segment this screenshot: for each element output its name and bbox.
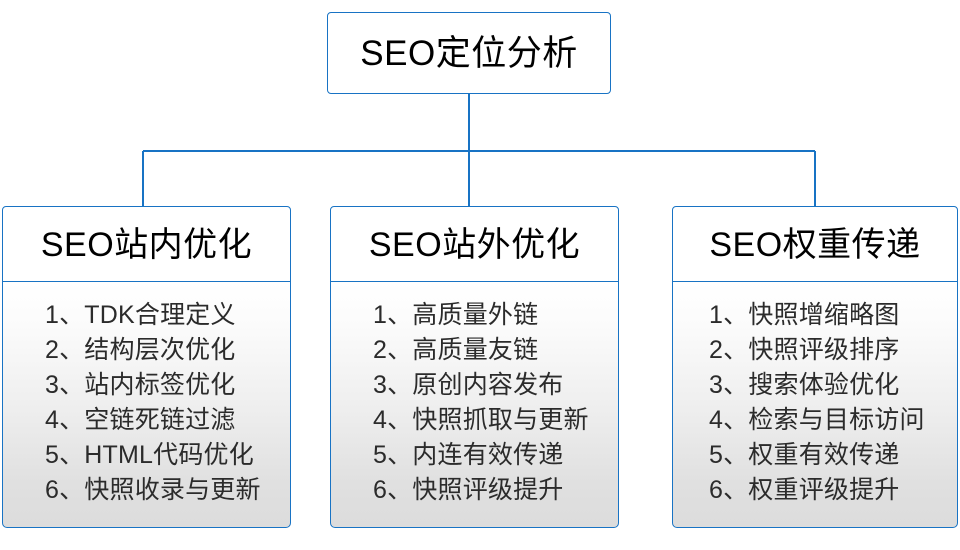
list-item: 2、快照评级排序 <box>709 336 900 365</box>
list-item: 4、检索与目标访问 <box>709 406 925 435</box>
branch-1-list: 1、TDK合理定义 2、结构层次优化 3、站内标签优化 4、空链死链过滤 5、H… <box>3 298 261 508</box>
list-item: 4、空链死链过滤 <box>45 406 236 435</box>
branch-node-2[interactable]: SEO站外优化 1、高质量外链 2、高质量友链 3、原创内容发布 4、快照抓取与… <box>330 206 619 529</box>
branch-2-title: SEO站外优化 <box>368 225 581 264</box>
list-item: 6、快照评级提升 <box>373 476 564 505</box>
branch-2-header[interactable]: SEO站外优化 <box>330 206 619 283</box>
root-node[interactable]: SEO定位分析 <box>327 12 611 94</box>
list-item: 3、原创内容发布 <box>373 371 564 400</box>
list-item: 5、权重有效传递 <box>709 441 900 470</box>
list-item: 6、权重评级提升 <box>709 476 900 505</box>
branch-3-body: 1、快照增缩略图 2、快照评级排序 3、搜索体验优化 4、检索与目标访问 5、权… <box>672 281 958 529</box>
list-item: 4、快照抓取与更新 <box>373 406 589 435</box>
branch-node-1[interactable]: SEO站内优化 1、TDK合理定义 2、结构层次优化 3、站内标签优化 4、空链… <box>2 206 291 529</box>
list-item: 5、内连有效传递 <box>373 441 564 470</box>
branch-2-body: 1、高质量外链 2、高质量友链 3、原创内容发布 4、快照抓取与更新 5、内连有… <box>330 281 619 529</box>
branch-1-header[interactable]: SEO站内优化 <box>2 206 291 283</box>
list-item: 6、快照收录与更新 <box>45 476 261 505</box>
branch-1-body: 1、TDK合理定义 2、结构层次优化 3、站内标签优化 4、空链死链过滤 5、H… <box>2 281 291 529</box>
branch-2-list: 1、高质量外链 2、高质量友链 3、原创内容发布 4、快照抓取与更新 5、内连有… <box>331 298 589 508</box>
branch-3-list: 1、快照增缩略图 2、快照评级排序 3、搜索体验优化 4、检索与目标访问 5、权… <box>673 298 925 508</box>
branch-3-title: SEO权重传递 <box>709 225 921 264</box>
list-item: 5、HTML代码优化 <box>45 441 254 470</box>
root-node-title: SEO定位分析 <box>360 33 578 73</box>
list-item: 1、快照增缩略图 <box>709 301 900 330</box>
list-item: 3、搜索体验优化 <box>709 371 900 400</box>
branch-1-title: SEO站内优化 <box>40 225 253 264</box>
list-item: 2、结构层次优化 <box>45 336 236 365</box>
list-item: 2、高质量友链 <box>373 336 539 365</box>
branch-3-header[interactable]: SEO权重传递 <box>672 206 958 283</box>
branch-node-3[interactable]: SEO权重传递 1、快照增缩略图 2、快照评级排序 3、搜索体验优化 4、检索与… <box>672 206 958 529</box>
list-item: 3、站内标签优化 <box>45 371 236 400</box>
list-item: 1、高质量外链 <box>373 301 539 330</box>
list-item: 1、TDK合理定义 <box>45 301 236 330</box>
